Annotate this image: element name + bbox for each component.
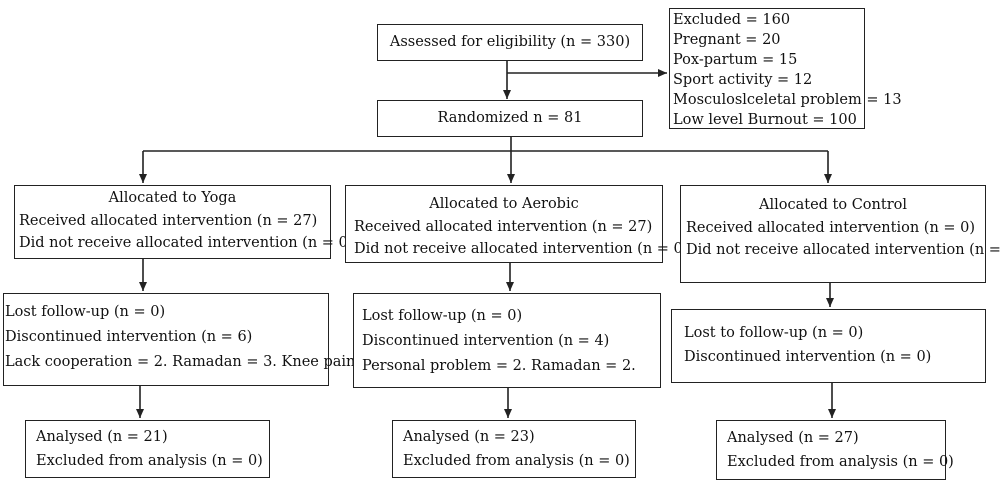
allocated-aerobic-not-received: Did not receive allocated intervention (…: [354, 241, 689, 257]
excluded-sport: Sport activity = 12: [673, 72, 813, 88]
followup-yoga-reasons: Lack cooperation = 2. Ramadan = 3. Knee …: [5, 354, 386, 370]
excluded-pregnant: Pregnant = 20: [673, 32, 781, 48]
allocated-yoga-box: Allocated to Yoga Received allocated int…: [14, 185, 353, 259]
allocated-aerobic-title: Allocated to Aerobic: [429, 196, 579, 212]
analysis-aerobic-analysed: Analysed (n = 23): [403, 429, 535, 445]
allocated-control-title: Allocated to Control: [759, 197, 907, 213]
analysis-yoga-analysed: Analysed (n = 21): [36, 429, 168, 445]
analysis-yoga-box: Analysed (n = 21) Excluded from analysis…: [25, 420, 270, 478]
followup-aerobic-discontinued: Discontinued intervention (n = 4): [362, 333, 610, 349]
excluded-musculoskeletal: Mosculoslceletal problem = 13: [673, 92, 902, 108]
randomized-box: Randomized n = 81: [377, 100, 643, 137]
allocated-yoga-title: Allocated to Yoga: [108, 190, 237, 206]
analysis-yoga-excluded: Excluded from analysis (n = 0): [36, 453, 263, 469]
analysis-control-analysed: Analysed (n = 27): [727, 430, 859, 446]
followup-yoga-discontinued: Discontinued intervention (n = 6): [5, 329, 253, 345]
excluded-burnout: Low level Burnout = 100: [673, 112, 857, 128]
followup-yoga-lost: Lost follow-up (n = 0): [5, 304, 166, 320]
excluded-total: Excluded = 160: [673, 12, 791, 28]
followup-aerobic-reasons: Personal problem = 2. Ramadan = 2.: [362, 358, 636, 374]
followup-control-lost: Lost to follow-up (n = 0): [684, 325, 864, 341]
analysis-aerobic-box: Analysed (n = 23) Excluded from analysis…: [392, 420, 636, 478]
assessed-label: Assessed for eligibility (n = 330): [389, 34, 631, 50]
followup-control-discontinued: Discontinued intervention (n = 0): [684, 349, 932, 365]
assessed-box: Assessed for eligibility (n = 330): [377, 24, 643, 61]
allocated-control-received: Received allocated intervention (n = 0): [686, 220, 976, 236]
allocated-control-not-received: Did not receive allocated intervention (…: [686, 242, 1000, 258]
excluded-box: Excluded = 160 Pregnant = 20 Pox-partum …: [669, 8, 902, 129]
followup-aerobic-box: Lost follow-up (n = 0) Discontinued inte…: [353, 293, 661, 388]
analysis-control-excluded: Excluded from analysis (n = 0): [727, 454, 954, 470]
excluded-postpartum: Pox-partum = 15: [673, 52, 798, 68]
followup-yoga-box: Lost follow-up (n = 0) Discontinued inte…: [3, 293, 386, 386]
randomized-label: Randomized n = 81: [437, 110, 583, 126]
allocated-control-box: Allocated to Control Received allocated …: [680, 185, 1000, 283]
analysis-control-box: Analysed (n = 27) Excluded from analysis…: [716, 420, 954, 480]
analysis-aerobic-excluded: Excluded from analysis (n = 0): [403, 453, 630, 469]
allocated-aerobic-box: Allocated to Aerobic Received allocated …: [345, 185, 688, 263]
allocated-yoga-not-received: Did not receive allocated intervention (…: [19, 235, 354, 251]
followup-aerobic-lost: Lost follow-up (n = 0): [362, 308, 523, 324]
allocated-aerobic-received: Received allocated intervention (n = 27): [354, 219, 653, 235]
allocated-yoga-received: Received allocated intervention (n = 27): [19, 213, 318, 229]
followup-control-box: Lost to follow-up (n = 0) Discontinued i…: [671, 309, 986, 383]
